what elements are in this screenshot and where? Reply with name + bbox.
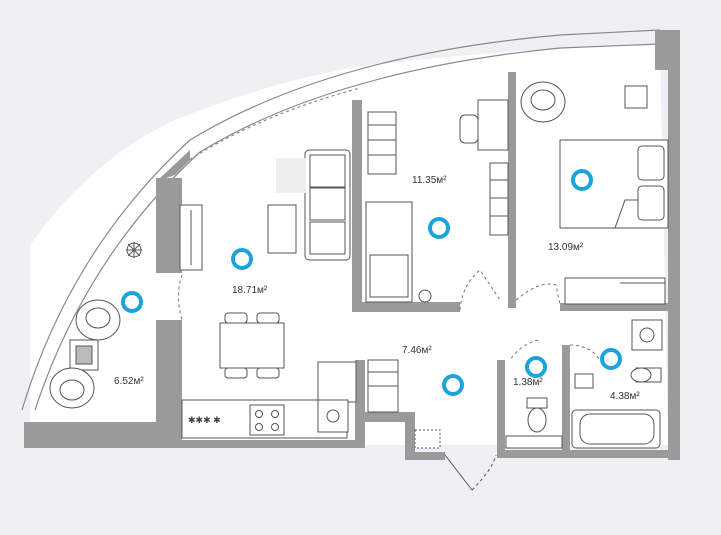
bathtub-icon	[571, 409, 661, 449]
bedroom-wardrobe	[564, 277, 666, 305]
stove-icon	[249, 404, 285, 436]
hotspot-marker-hall[interactable]	[442, 374, 464, 396]
door-icon	[414, 429, 497, 491]
bed-icon	[365, 201, 413, 303]
walls	[24, 30, 680, 460]
desk-icon	[459, 99, 509, 151]
hotspot-marker-bathroom[interactable]	[600, 348, 622, 370]
room-area-study: 11.35м²	[412, 175, 447, 186]
svg-text:✱✱✱ ✱: ✱✱✱ ✱	[188, 415, 221, 425]
hotspot-marker-living[interactable]	[231, 248, 253, 270]
sink-icon	[317, 399, 349, 433]
dining-table-icon	[219, 312, 285, 379]
wardrobe	[367, 111, 397, 175]
hotspot-marker-loggia[interactable]	[121, 291, 143, 313]
room-area-hall: 7.46м²	[402, 345, 432, 356]
door-swings	[178, 269, 601, 361]
hotspot-marker-bedroom[interactable]	[571, 169, 593, 191]
hotspot-marker-study[interactable]	[428, 217, 450, 239]
coffee-table	[267, 204, 297, 254]
rug	[276, 158, 306, 193]
washing-machine-icon	[418, 289, 432, 303]
toilet-icon	[526, 397, 548, 433]
room-area-wc: 1.38м²	[513, 377, 543, 388]
room-area-living: 18.71м²	[232, 285, 268, 296]
toilet-icon	[630, 367, 662, 383]
room-area-bathroom: 4.38м²	[610, 391, 640, 402]
furniture: ✱✱✱ ✱	[49, 81, 669, 491]
room-area-loggia: 6.52м²	[114, 376, 144, 387]
hotspot-marker-wc[interactable]	[525, 356, 547, 378]
plant-icon	[126, 242, 142, 258]
armchair-icon	[520, 81, 566, 123]
armchair-icon	[75, 299, 121, 341]
room-area-bedroom: 13.09м²	[548, 242, 584, 253]
sofa-icon	[304, 149, 351, 261]
sink-icon	[631, 319, 663, 351]
shelf	[489, 162, 509, 236]
armchair-icon	[49, 367, 95, 409]
